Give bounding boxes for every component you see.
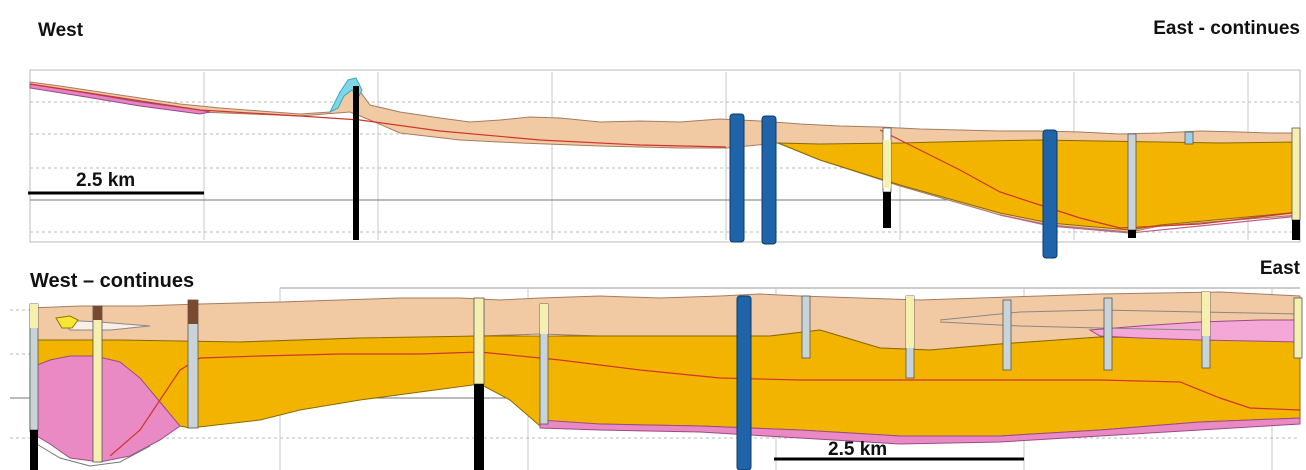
top-well-log-1 [882, 127, 892, 228]
bottom-yellow-lens [55, 315, 79, 329]
top-red-line [29, 83, 1301, 229]
top-lower-unit-lens [29, 83, 211, 115]
bottom-lower-unit-right [539, 417, 1301, 445]
top-well-log-3 [1291, 127, 1301, 240]
bottom-well-log-1 [29, 303, 39, 470]
bottom-well-log-7 [1002, 299, 1012, 371]
panel-bottom-west-label: West – continues [30, 270, 195, 292]
top-panel [28, 69, 1301, 259]
top-scale-label: 2.5 km [76, 170, 136, 191]
top-borehole-black-1 [353, 86, 359, 240]
bottom-well-log-5 [801, 295, 811, 359]
bottom-basin-outline [29, 439, 151, 467]
panel-top-west-label: West [38, 20, 84, 41]
bottom-scale-label: 2.5 km [828, 439, 888, 460]
top-well-log-4 [1184, 131, 1194, 145]
bottom-well-log-9 [1201, 291, 1211, 369]
top-borehole-blue-3 [1042, 129, 1058, 259]
bottom-well-log-3 [187, 299, 199, 429]
bottom-red-line [109, 351, 1301, 457]
bottom-panel [10, 287, 1303, 470]
top-well-log-2 [1127, 133, 1137, 238]
panel-bottom-east-label: East [1259, 258, 1300, 279]
bottom-well-log-10 [1293, 297, 1303, 359]
top-borehole-blue-2 [761, 115, 777, 245]
bottom-well-log-4 [539, 303, 549, 425]
bottom-lower-unit-left [29, 355, 181, 463]
bottom-well-log-8 [1103, 297, 1113, 371]
bottom-well-log-black [473, 297, 485, 470]
top-borehole-blue-1 [729, 113, 745, 243]
bottom-well-log-2 [92, 305, 103, 463]
bottom-well-log-6 [905, 295, 915, 379]
panel-top-east-label: East - continues [1153, 18, 1300, 39]
bottom-lens-lines [939, 309, 1301, 331]
bottom-borehole-blue-1 [736, 295, 752, 470]
